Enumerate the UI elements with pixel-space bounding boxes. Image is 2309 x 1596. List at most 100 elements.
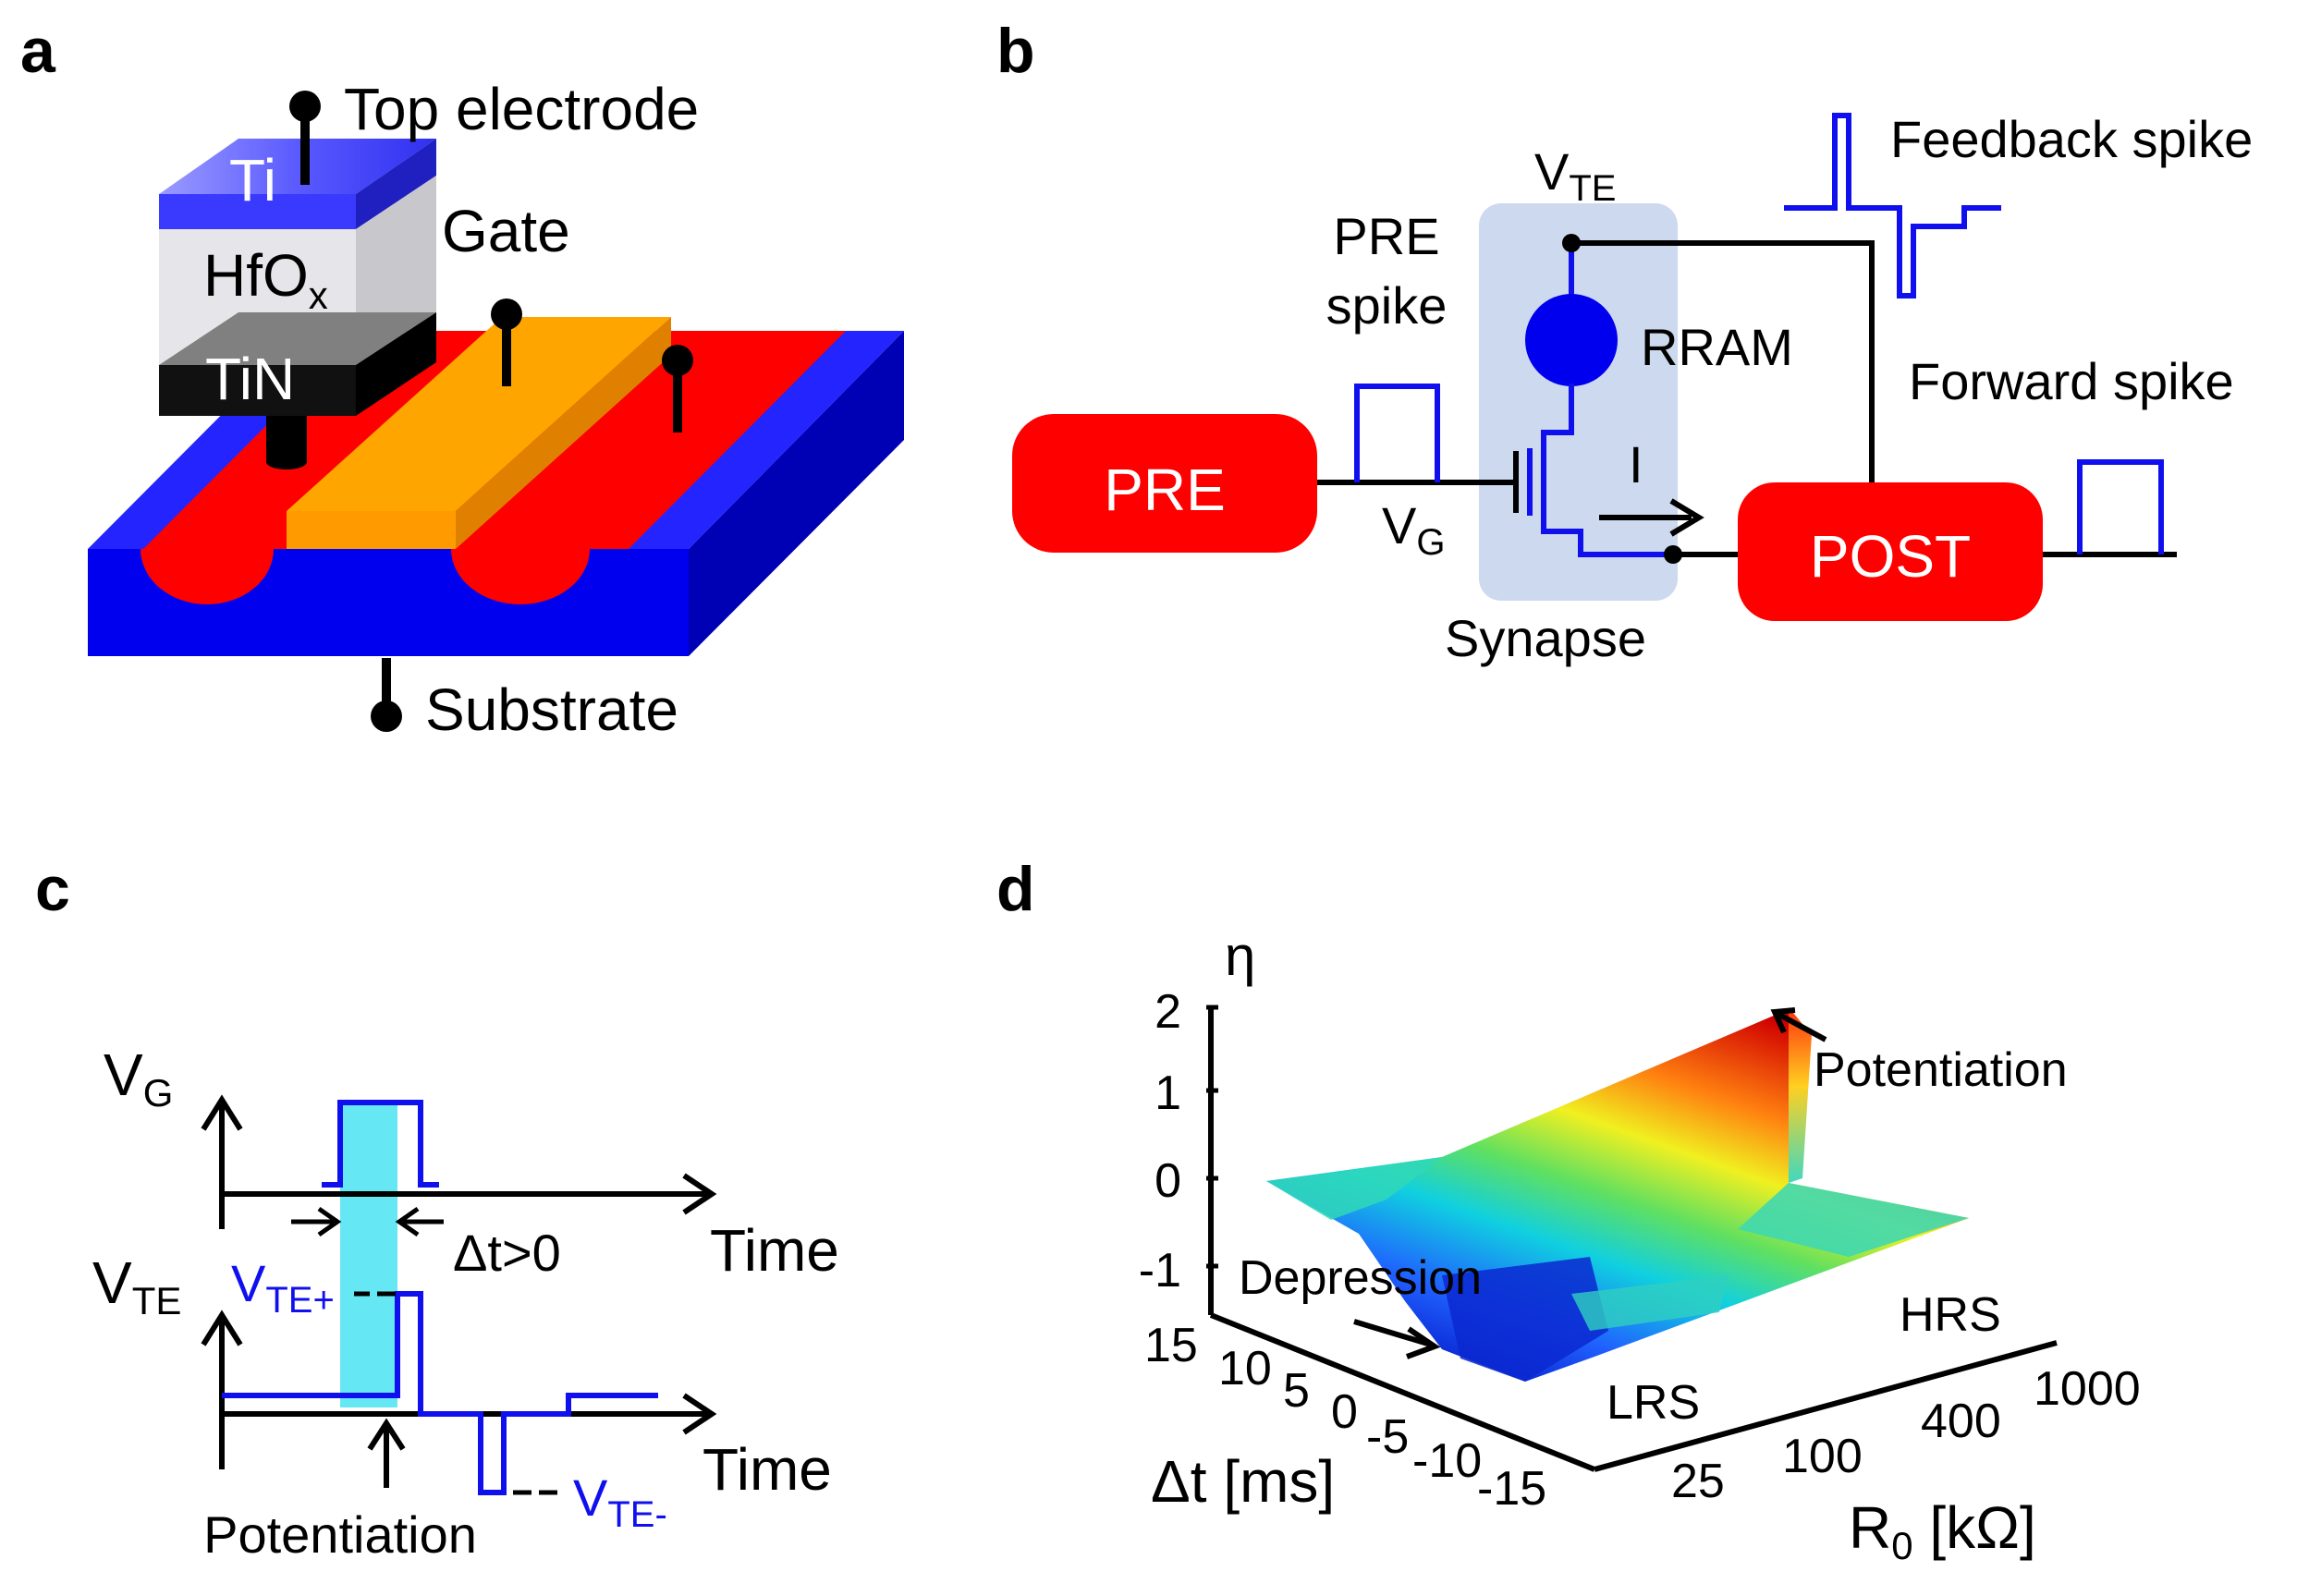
r0-unit: [kΩ]	[1913, 1494, 2036, 1561]
vg-pulse	[322, 1100, 439, 1188]
d-potentiation-label: Potentiation	[1814, 1043, 2068, 1097]
vg-main: V	[1382, 496, 1417, 554]
vg-time-arrowhead	[682, 1173, 717, 1215]
r0-tick-400: 400	[1921, 1395, 2001, 1448]
panel-c: c VG Time Δt>0 VTE VTE+ Time VTE- Pot	[35, 854, 839, 1564]
pre-label: PRE	[1104, 457, 1226, 523]
vte-label: VTE	[1534, 142, 1616, 209]
panel-b-letter: b	[996, 16, 1035, 86]
tin-side	[356, 312, 436, 416]
c-vg-main: V	[104, 1042, 143, 1108]
dt-axis	[1209, 1312, 1596, 1472]
top-electrode-pin-head	[289, 91, 321, 122]
source-node	[1664, 545, 1682, 564]
vg-y-arrowhead	[201, 1094, 243, 1131]
ti-layer	[159, 194, 356, 229]
pre-spike-waveform	[1354, 384, 1440, 482]
c-vg-label: VG	[104, 1042, 173, 1115]
forward-spike-label: Forward spike	[1909, 352, 2234, 410]
rram-symbol	[1525, 294, 1618, 386]
vte-subscript: TE	[1569, 168, 1616, 209]
r0-tick-25: 25	[1671, 1455, 1725, 1508]
top-electrode-label: Top electrode	[344, 76, 699, 142]
potentiation-arrowhead-d	[1770, 1007, 1796, 1034]
pre-neuron	[1012, 414, 1317, 553]
panel-a-letter: a	[20, 16, 56, 86]
transistor-channel	[1541, 384, 1673, 557]
post-label: POST	[1810, 523, 1971, 590]
lrs-label: LRS	[1607, 1376, 1700, 1430]
eta-tick-label-0: 0	[1154, 1154, 1181, 1208]
panel-d-letter: d	[996, 854, 1035, 924]
feedback-spike-label: Feedback spike	[1890, 110, 2253, 168]
surface-potentiation-edge	[1789, 1007, 1812, 1183]
gate-label: Gate	[442, 198, 570, 264]
eta-tick-label-2: 2	[1154, 985, 1181, 1039]
vte-time-arrowhead	[682, 1393, 717, 1435]
current-arrowhead	[1669, 498, 1704, 537]
post-neuron	[1738, 482, 2043, 621]
tin-layer	[159, 365, 356, 416]
panel-a: a Top electrode Ti HfO	[20, 16, 904, 743]
vg-label: VG	[1382, 496, 1445, 563]
synapse-label: Synapse	[1445, 609, 1646, 667]
vte-minus-main: V	[573, 1468, 608, 1527]
vte-plus-label: VTE+	[231, 1254, 335, 1321]
vte-minus-subscript: TE-	[607, 1494, 666, 1535]
vte-node	[1562, 234, 1581, 252]
dt-right-arrowhead	[395, 1206, 420, 1237]
eta-tick-label-1: 1	[1154, 1066, 1181, 1120]
tin-top-face	[159, 312, 436, 365]
c-vte-subscript: TE	[132, 1279, 182, 1322]
r0-axis	[1594, 1340, 2058, 1472]
overlap-window	[340, 1103, 397, 1407]
pre-spike-label-2: spike	[1326, 276, 1448, 335]
substrate-label: Substrate	[425, 676, 678, 743]
dt-tick-neg5: -5	[1366, 1410, 1409, 1464]
feedback-wire	[1571, 240, 1875, 482]
c-potentiation-label: Potentiation	[203, 1505, 477, 1564]
dt-tick-neg15: -15	[1477, 1462, 1546, 1516]
r0-axis-label: R0 [kΩ]	[1849, 1494, 2036, 1567]
dt-tick-15: 15	[1144, 1319, 1198, 1372]
tin-label: TiN	[205, 346, 295, 412]
r0-tick-100: 100	[1782, 1430, 1863, 1483]
r0-tick-1000: 1000	[2034, 1362, 2141, 1416]
depression-arrowhead	[1405, 1326, 1441, 1359]
dt-tick-10: 10	[1218, 1342, 1272, 1395]
ti-side	[356, 139, 436, 229]
rram-label: RRAM	[1641, 318, 1793, 376]
surface-depression-well	[1442, 1257, 1608, 1382]
vte-plus-subscript: TE+	[265, 1280, 334, 1321]
substrate-side-face	[689, 331, 904, 656]
surface-flat-front	[1571, 1275, 1729, 1331]
time-label-bottom: Time	[702, 1436, 832, 1503]
c-vte-main: V	[92, 1249, 132, 1316]
vte-minus-label: VTE-	[573, 1468, 667, 1535]
time-label-top: Time	[710, 1217, 839, 1284]
surface-flat-left	[1266, 1157, 1442, 1220]
substrate-pin-head	[371, 701, 402, 732]
via-plug	[266, 416, 307, 462]
potentiation-arrowhead	[367, 1418, 406, 1451]
stdp-surface	[1266, 1007, 1969, 1382]
panel-b: b PRE POST VTE PRE spike RRAM Feedback s…	[996, 16, 2253, 667]
dt-axis-label: Δt [ms]	[1151, 1448, 1335, 1515]
gate-front	[287, 511, 456, 549]
surface-flat-right	[1738, 1183, 1969, 1257]
eta-tick-label-neg1: -1	[1139, 1244, 1181, 1298]
r0-main: R	[1849, 1494, 1891, 1561]
vg-subscript: G	[1416, 522, 1445, 563]
dt-tick-neg10: -10	[1412, 1434, 1482, 1488]
current-label: I	[1629, 435, 1643, 493]
vte-waveform	[222, 1291, 658, 1495]
dt-tick-5: 5	[1283, 1364, 1310, 1418]
eta-label: η	[1225, 925, 1255, 987]
hrs-label: HRS	[1900, 1288, 2001, 1342]
depression-arrow	[1353, 1319, 1432, 1347]
dt-left-arrowhead	[317, 1206, 342, 1237]
dt-label: Δt>0	[453, 1224, 561, 1282]
hfox-main: HfO	[203, 242, 309, 309]
hfox-subscript: x	[309, 274, 328, 317]
